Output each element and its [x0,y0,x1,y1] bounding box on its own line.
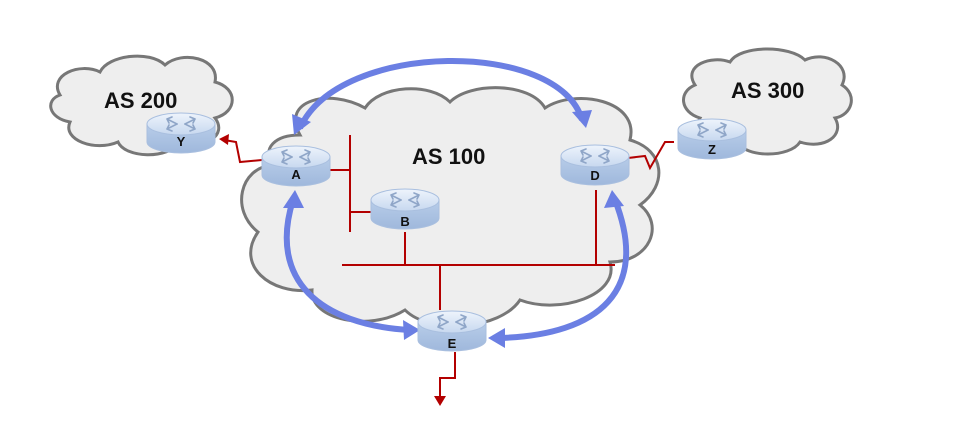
router-y-label: Y [177,134,186,149]
router-z-label: Z [708,142,716,157]
router-b-label: B [400,214,409,229]
router-z: Z [677,118,747,160]
router-e: E [417,310,487,352]
link-e-down [439,352,456,398]
router-a-label: A [291,167,301,182]
as100-label: AS 100 [412,144,485,169]
ibgp-a-d-head-d [572,110,592,128]
ibgp-a-e-head-e [403,320,420,340]
link-a-y [223,139,263,164]
router-e-label: E [448,336,457,351]
link-d-z [627,141,674,171]
arrowhead-a-y [219,134,229,145]
router-d-label: D [590,168,599,183]
ibgp-d-e [499,198,630,341]
as200-label: AS 200 [104,88,177,113]
router-d: D [560,144,630,186]
ibgp-sessions [283,58,630,348]
ibgp-d-e-head-e [488,328,505,348]
physical-links [219,134,674,406]
ibgp-d-e-head-d [604,190,624,208]
ibgp-a-d [297,58,585,130]
router-a: A [261,145,331,187]
arrowhead-e-down [434,396,446,406]
ibgp-a-e-head-a [283,190,304,208]
ibgp-a-e [283,199,411,333]
as100-cloud [240,86,661,328]
as300-label: AS 300 [731,78,804,103]
ibgp-a-d-head-a [292,114,311,135]
router-b: B [370,188,440,230]
router-y: Y [146,112,216,154]
